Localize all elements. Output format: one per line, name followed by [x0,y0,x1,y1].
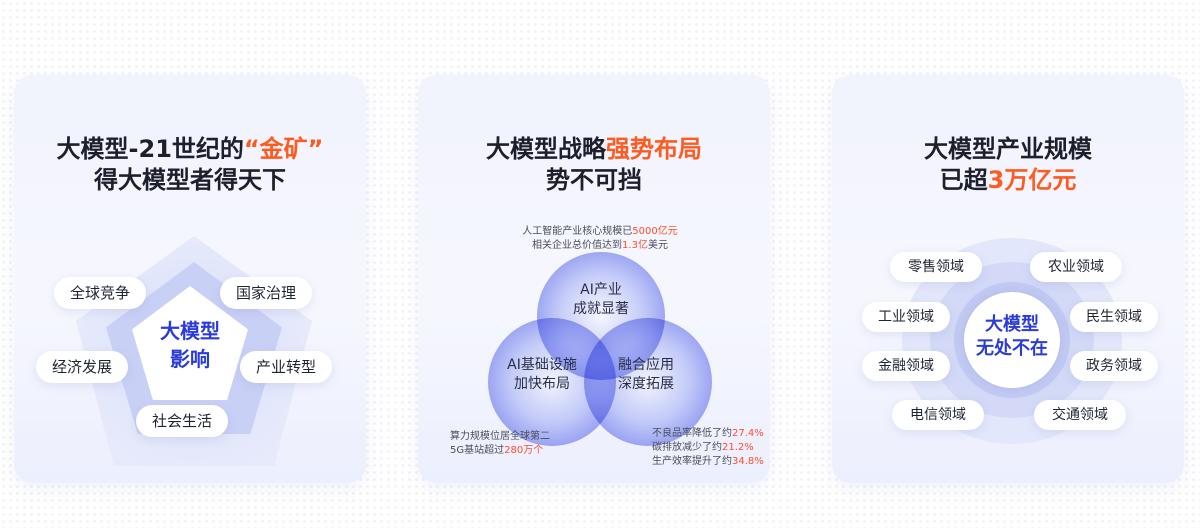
impact-item-social-life: 社会生活 [136,405,229,437]
impact-item-economic-development: 经济发展 [36,351,129,383]
top-note: 人工智能产业核心规模已5000亿元 相关企业总价值达到1.3亿美元 [515,225,685,253]
top-note-line1: 人工智能产业核心规模已5000亿元 [522,226,678,237]
bottom-right-line2: 碳排放减少了约21.2% [652,442,754,453]
card-title-line2: 得大模型者得天下 [94,166,286,194]
bottom-right-line3: 生产效率提升了约34.8% [652,456,764,467]
venn-right-line1: 融合应用 [618,357,674,373]
card-title-line1: 大模型-21世纪的“金矿” [56,135,324,163]
domain-item-agriculture: 农业领域 [1030,252,1122,282]
venn-label-right: 融合应用 深度拓展 [582,356,710,394]
bottom-left-line1: 算力规模位居全球第二 [450,431,550,442]
venn-right-line2: 深度拓展 [618,376,674,392]
domain-item-livelihood: 民生领域 [1070,302,1158,332]
center-line1: 大模型 [985,314,1039,335]
venn-circle-right [584,318,712,446]
impact-item-global-competition: 全球竞争 [54,277,147,309]
domain-item-transport: 交通领域 [1034,400,1126,430]
card-title-line1: 大模型战略强势布局 [486,135,702,163]
bottom-left-note: 算力规模位居全球第二 5G基站超过280万个 [450,430,550,458]
center-line2: 无处不在 [976,338,1048,359]
venn-left-line1: AI基础设施 [507,357,577,373]
venn-label-top: AI产业 成就显著 [537,281,665,319]
top-note-line2: 相关企业总价值达到1.3亿美元 [532,240,668,251]
domain-item-finance: 金融领域 [862,351,950,381]
scale-center-label: 大模型 无处不在 [962,313,1062,361]
card-title-line2: 势不可挡 [546,166,642,194]
card-title-line1: 大模型产业规模 [924,135,1092,163]
bottom-left-line2: 5G基站超过280万个 [450,445,544,456]
venn-top-line2: 成就显著 [573,301,629,317]
card-title-line2: 已超3万亿元 [939,166,1077,194]
venn-top-line1: AI产业 [580,282,622,298]
center-line2: 影响 [170,347,210,371]
impact-item-national-governance: 国家治理 [220,277,313,309]
domain-item-industry: 工业领域 [862,302,950,332]
impact-item-industrial-transformation: 产业转型 [240,351,333,383]
impact-center-label: 大模型 影响 [142,317,238,373]
bottom-right-line1: 不良品率降低了约27.4% [652,428,764,439]
domain-item-telecom: 电信领域 [892,400,984,430]
bottom-right-note: 不良品率降低了约27.4% 碳排放减少了约21.2% 生产效率提升了约34.8% [652,427,764,469]
center-line1: 大模型 [160,319,220,343]
domain-item-government: 政务领域 [1070,351,1158,381]
ring-center [964,292,1060,388]
domain-item-retail: 零售领域 [890,252,982,282]
venn-label-left: AI基础设施 加快布局 [478,356,606,394]
venn-left-line2: 加快布局 [514,376,570,392]
